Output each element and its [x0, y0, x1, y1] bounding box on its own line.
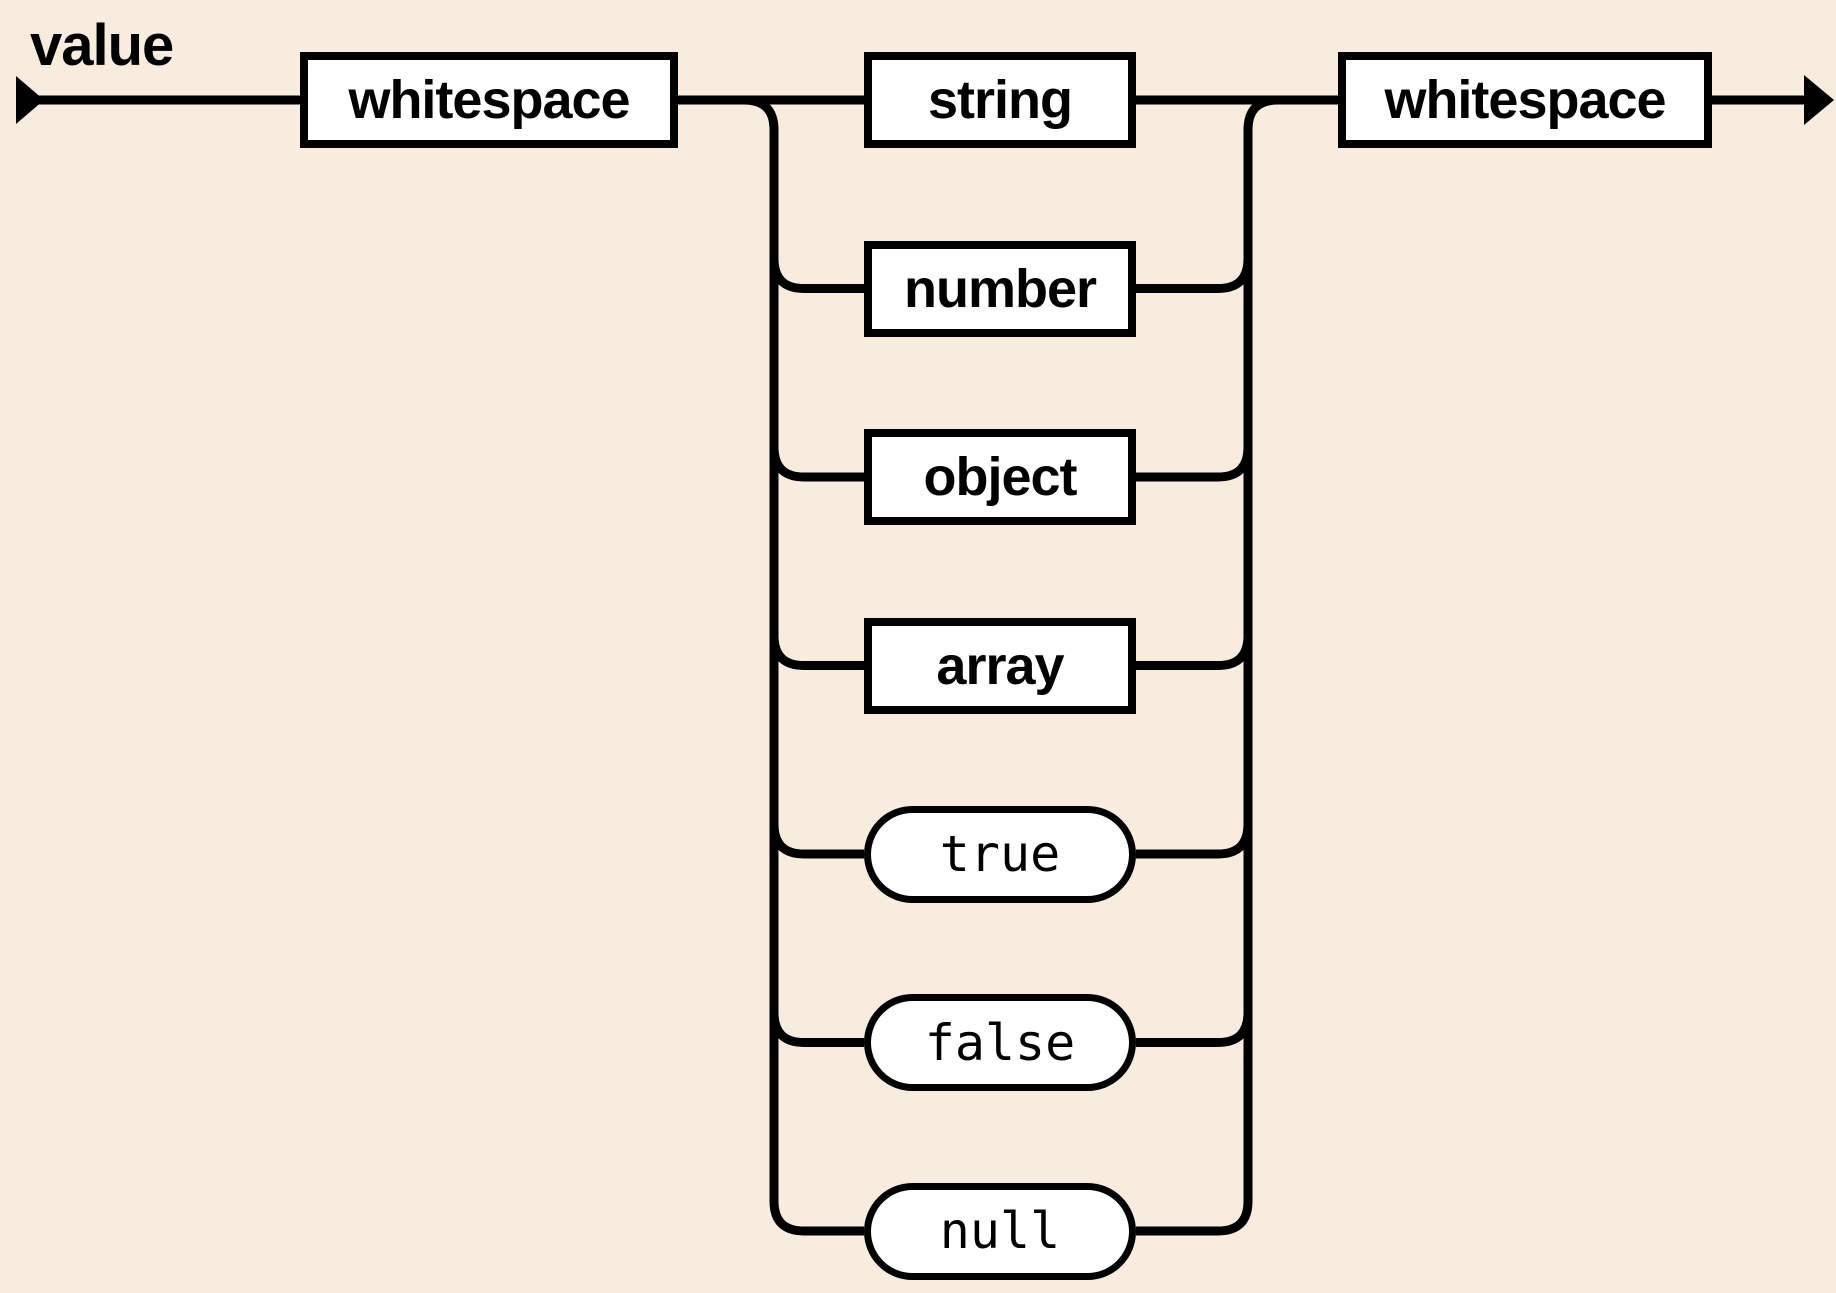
start-arrow-icon [16, 76, 44, 124]
end-arrow-icon [1804, 75, 1834, 125]
right-merge-number [1136, 258, 1253, 293]
left-branch-true [769, 823, 864, 859]
node-whitespace-after: whitespace [1338, 52, 1712, 148]
node-true: true [864, 805, 1136, 903]
left-branch-array [769, 635, 864, 670]
node-number: number [864, 240, 1136, 337]
right-branch-rail [1136, 95, 1338, 1236]
right-merge-false [1136, 1012, 1253, 1047]
node-null: null [864, 1182, 1136, 1280]
rule-title: value [30, 13, 174, 78]
node-array: array [864, 617, 1136, 714]
left-branch-false [769, 1012, 864, 1047]
node-string: string [864, 52, 1136, 148]
right-merge-object [1136, 446, 1253, 482]
left-branch-number [769, 258, 864, 293]
node-object: object [864, 429, 1136, 525]
node-false: false [864, 994, 1136, 1091]
right-merge-true [1136, 823, 1253, 859]
node-whitespace-before: whitespace [300, 52, 678, 148]
left-branch-rail [743, 95, 864, 1236]
left-branch-object [769, 446, 864, 482]
right-merge-array [1136, 635, 1253, 670]
